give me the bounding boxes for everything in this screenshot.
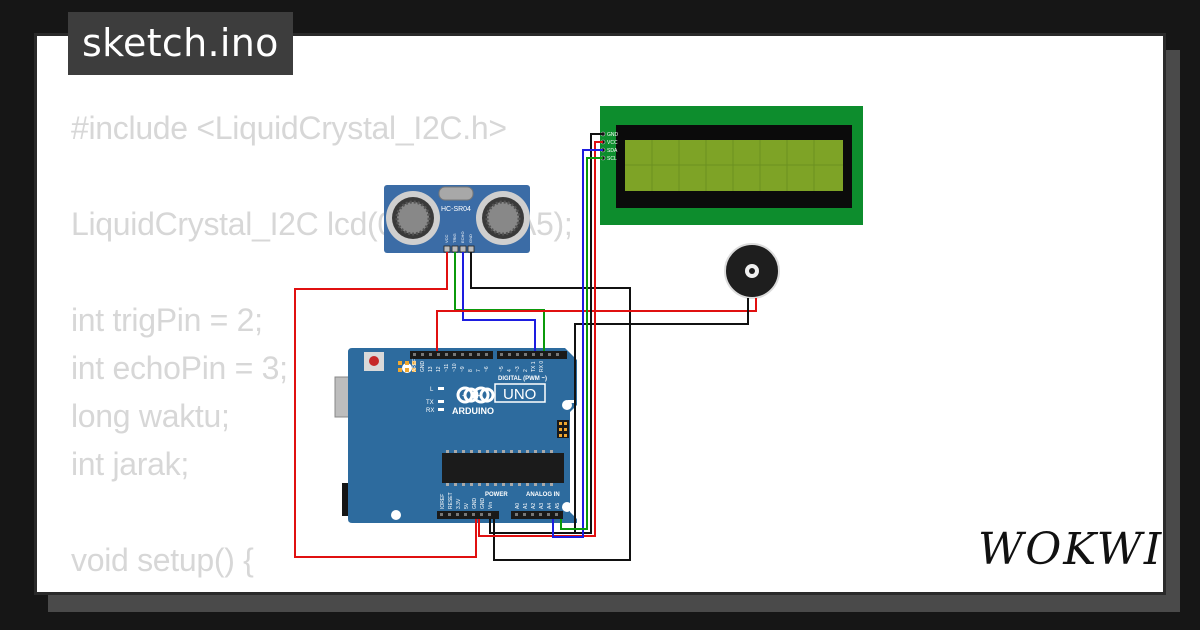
bottom-pin-label: IOREF — [440, 494, 446, 509]
code-line: int echoPin = 3; — [71, 350, 288, 386]
wire-sensor-vcc — [294, 252, 477, 558]
lcd-display[interactable]: GND VCC SDA SCL — [600, 106, 863, 225]
sketch-title: sketch.ino — [68, 12, 293, 75]
bottom-pin-label: GND — [472, 498, 478, 510]
wires — [294, 133, 757, 561]
wire-buzzer-signal — [436, 298, 757, 351]
tx-led-label: TX — [426, 400, 434, 406]
reset-button[interactable] — [369, 356, 379, 366]
bottom-pin-label: GND — [480, 498, 486, 510]
code-line: pinMode(trigPin, OUTPUT); — [71, 584, 572, 592]
sensor-pin-trig: TRIG — [452, 233, 457, 243]
sensor-pin-gnd: GND — [468, 234, 473, 243]
svg-text:+: + — [478, 393, 482, 400]
buzzer[interactable] — [724, 243, 780, 299]
top-pin-label: RX 0 — [539, 361, 545, 372]
top-pin-label: ~3 — [515, 366, 521, 372]
code-line: #include <LiquidCrystal_I2C.h> — [71, 110, 507, 146]
ultrasonic-sensor[interactable]: HC-SR04 VCC TRIG ECHO GND — [384, 185, 530, 253]
bottom-pin-label: A5 — [555, 503, 561, 509]
wire-lcd-vcc — [478, 141, 603, 537]
lcd-pin-sda: SDA — [607, 148, 618, 154]
svg-text:−: − — [462, 393, 466, 400]
top-pin-label: AREF — [412, 359, 418, 372]
top-pin-label: ~11 — [444, 364, 450, 372]
bottom-pin-label: A4 — [547, 503, 553, 509]
wire-lcd-scl — [560, 157, 603, 530]
top-pin-label: 8 — [468, 369, 474, 372]
l-led-label: L — [430, 387, 434, 393]
wire-lcd-sda — [552, 149, 603, 538]
top-pin-label: GND — [420, 361, 426, 373]
bottom-pin-label: 5V — [464, 502, 470, 509]
board-model-label: UNO — [503, 386, 536, 403]
analog-pins-label: ANALOG IN — [526, 492, 560, 498]
code-line: void setup() { — [71, 542, 254, 578]
board-brand-label: ARDUINO — [452, 406, 494, 416]
bottom-pin-label: RESET — [448, 492, 454, 509]
bottom-pin-label: A3 — [539, 503, 545, 509]
power-pins-label: POWER — [485, 492, 508, 498]
top-pin-label: 12 — [436, 366, 442, 372]
wokwi-logo: WOKWI — [978, 524, 1164, 575]
lcd-pin-vcc: VCC — [607, 140, 618, 146]
top-pin-label: ~9 — [460, 366, 466, 372]
wire-sensor-echo — [462, 252, 536, 351]
code-line: int trigPin = 2; — [71, 302, 263, 338]
digital-pins-label: DIGITAL (PWM ~) — [498, 376, 547, 382]
code-line: int jarak; — [71, 446, 189, 482]
bottom-pin-label: 3.3V — [456, 498, 462, 509]
wire-lcd-gnd — [496, 133, 603, 534]
top-pin-label: 4 — [507, 369, 513, 372]
code-line: long waktu; — [71, 398, 230, 434]
bottom-pin-label: A1 — [523, 503, 529, 509]
bottom-pin-label: A2 — [531, 503, 537, 509]
wire-sensor-gnd — [470, 252, 631, 561]
sensor-model-label: HC-SR04 — [441, 206, 471, 213]
top-pin-label: 13 — [428, 366, 434, 372]
sensor-pin-vcc: VCC — [444, 234, 449, 243]
top-pin-label: TX 1 — [531, 361, 537, 372]
lcd-pin-gnd: GND — [607, 132, 619, 138]
top-pin-label: 7 — [476, 369, 482, 372]
rx-led-label: RX — [426, 408, 434, 414]
wire-sensor-trig — [454, 252, 545, 351]
top-pin-label: ~10 — [452, 363, 458, 372]
lcd-pin-scl: SCL — [607, 156, 617, 162]
top-pin-label: 2 — [523, 369, 529, 372]
bottom-pin-label: A0 — [515, 503, 521, 509]
bottom-pin-label: Vin — [488, 502, 494, 509]
sensor-pin-echo: ECHO — [460, 231, 465, 243]
top-pin-label: ~5 — [499, 366, 505, 372]
top-pin-label: ~6 — [484, 366, 490, 372]
wire-buzzer-gnd — [489, 298, 749, 534]
arduino-logo: − + — [456, 386, 495, 404]
